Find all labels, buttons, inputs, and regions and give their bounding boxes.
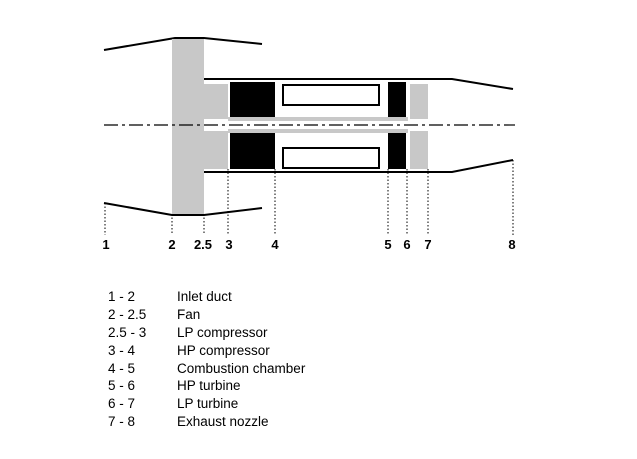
legend-range: 4 - 5: [108, 360, 136, 376]
station-label-5: 5: [384, 237, 391, 252]
lp-turbine-lower: [410, 131, 428, 169]
legend-component: Fan: [177, 306, 201, 322]
station-label-8: 8: [508, 237, 515, 252]
legend-row: 6 - 7 LP turbine: [108, 395, 305, 413]
legend-component: Combustion chamber: [177, 360, 306, 376]
station-label-2-5: 2.5: [194, 237, 212, 252]
legend-row: 1 - 2 Inlet duct: [108, 288, 305, 306]
hp-turbine-lower: [388, 133, 406, 169]
core-casing-top: [204, 78, 514, 90]
station-label-1: 1: [102, 237, 109, 252]
shaft-band-lower: [228, 129, 408, 133]
engine-diagram: 1 2 2.5 3 4 5 6 7 8: [102, 37, 516, 252]
legend-range: 1 - 2: [108, 289, 136, 304]
legend-component: LP compressor: [177, 324, 268, 340]
legend-range: 5 - 6: [108, 378, 136, 394]
legend-row: 5 - 6 HP turbine: [108, 377, 305, 395]
combustion-chamber-upper: [282, 84, 380, 106]
legend-range: 6 - 7: [108, 396, 136, 412]
legend-range: 2 - 2.5: [108, 306, 147, 322]
station-label-3: 3: [225, 237, 232, 252]
legend-component: LP turbine: [177, 396, 239, 412]
fan-block: [172, 39, 204, 214]
combustion-chamber-lower: [282, 147, 380, 169]
hp-compressor-upper: [230, 82, 275, 117]
lp-compressor-upper: [204, 84, 228, 119]
legend-range: 7 - 8: [108, 414, 136, 430]
nacelle-bottom-line: [103, 202, 263, 216]
legend: 1 - 2 Inlet duct 2 - 2.5 Fan 2.5 - 3 LP …: [108, 288, 305, 431]
legend-component: HP turbine: [177, 378, 241, 394]
legend-component: Exhaust nozzle: [177, 414, 269, 430]
station-label-7: 7: [424, 237, 431, 252]
legend-row: 3 - 4 HP compressor: [108, 342, 305, 360]
legend-row: 7 - 8 Exhaust nozzle: [108, 413, 305, 431]
lp-compressor-lower: [204, 131, 228, 169]
shaft-band-upper: [228, 117, 408, 121]
hp-turbine-upper: [388, 82, 406, 117]
hp-compressor-lower: [230, 133, 275, 169]
station-label-4: 4: [271, 237, 279, 252]
lp-turbine-upper: [410, 84, 428, 119]
legend-row: 4 - 5 Combustion chamber: [108, 360, 305, 378]
core-casing-bottom: [204, 159, 514, 173]
station-label-2: 2: [168, 237, 175, 252]
legend-row: 2.5 - 3 LP compressor: [108, 324, 305, 342]
legend-range: 2.5 - 3: [108, 324, 147, 340]
legend-row: 2 - 2.5 Fan: [108, 306, 305, 324]
nacelle-top-line: [103, 37, 263, 51]
legend-range: 3 - 4: [108, 342, 136, 358]
legend-component: HP compressor: [177, 342, 270, 358]
legend-component: Inlet duct: [177, 289, 232, 304]
station-label-6: 6: [403, 237, 410, 252]
